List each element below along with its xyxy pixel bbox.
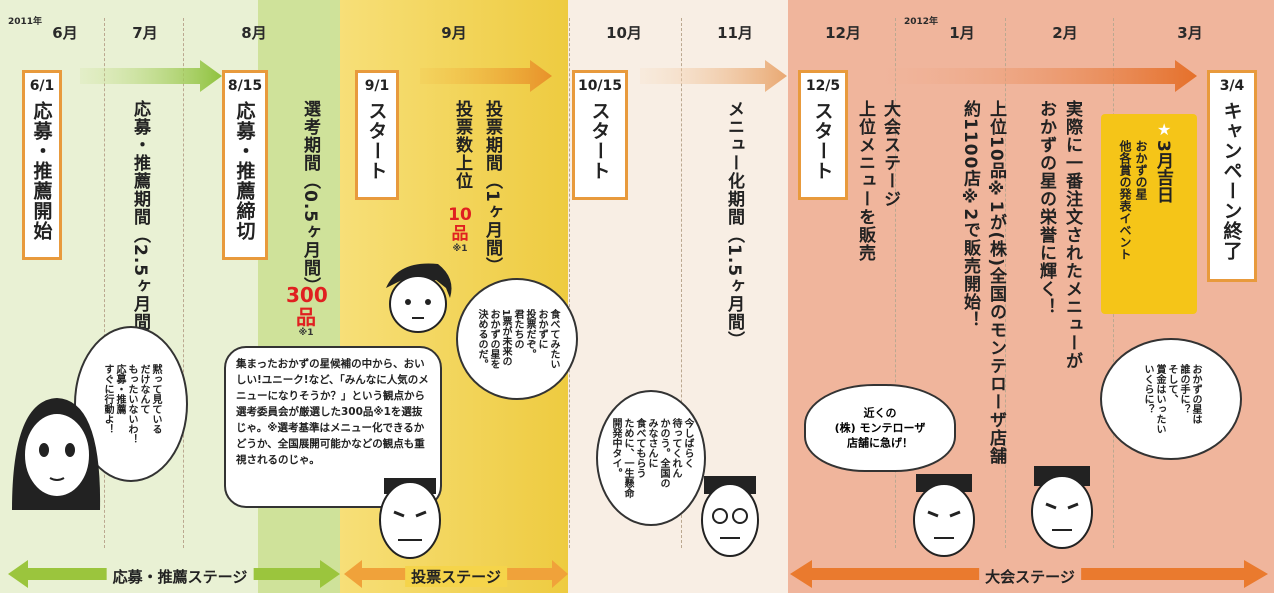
character-face-icon (913, 474, 975, 557)
arrow-right-icon (80, 60, 222, 92)
month-label: 7月 (132, 24, 158, 42)
milestone-box: 10/15 スタート (572, 70, 628, 200)
stage-label-tournament: 大会ステージ (979, 566, 1081, 587)
month-label: 11月 (717, 24, 753, 42)
sell-menu-text: 上位メニューを販売 (855, 100, 875, 262)
month-divider (183, 18, 184, 548)
milestone-box: 12/5 スタート (798, 70, 848, 200)
apply-period-text: 応募・推薦期間（2.5ヶ月間） (130, 100, 150, 350)
month-divider (895, 18, 896, 548)
stage-label-apply: 応募・推薦ステージ (106, 566, 254, 587)
month-label: 9月 (441, 24, 467, 42)
event-box: ★ 3月吉日 おかずの星 他各賞の発表イベント (1101, 114, 1197, 314)
character-face-icon (701, 476, 759, 557)
top-arrows (80, 60, 1197, 92)
year-2011: 2011年 (8, 17, 43, 27)
speech-bubble: 食べてみたい おかずに 投票だぞ。 君たちの 1票が未来の おかずの星を 決める… (456, 278, 578, 400)
milestone-box: 9/1 スタート (355, 70, 399, 200)
month-label: 8月 (241, 24, 267, 42)
arrow-right-icon (420, 60, 552, 92)
speech-bubble: 近くの (株) モンテローザ 店舗に急げ！ (804, 384, 956, 472)
character-face-icon (386, 263, 452, 333)
month-label: 3月 (1177, 24, 1203, 42)
speech-box: 集まったおかずの星候補の中から、おいしい!ユニーク!など、「みんなに人気のメニュ… (224, 346, 442, 508)
vote-period-text: 投票期間（1ヶ月間） (482, 100, 502, 275)
month-label: 6月 (52, 24, 78, 42)
month-divider (569, 18, 570, 548)
year-2012: 2012年 (904, 17, 939, 27)
milestone-box: 8/15 応募・推薦締切 (222, 70, 268, 260)
star-icon: ★ (1157, 120, 1172, 139)
selection-count: 300品 ※1 (286, 283, 328, 338)
month-divider (681, 18, 682, 548)
speech-bubble: 今しばらく 待ってくれん かのう。全国の みなさんに 食べてもらう ために、一生… (596, 390, 706, 526)
stage-label-vote: 投票ステージ (405, 566, 507, 587)
sales-start-text-1: 上位10品※1が(株)全国のモンテローザ店舗 (986, 100, 1006, 466)
month-label: 12月 (825, 24, 861, 42)
character-face-icon (1031, 466, 1093, 549)
menu-period-text: メニュー化期間（1.5ヶ月間） (724, 100, 744, 350)
month-divider (1005, 18, 1006, 548)
milestone-box: 3/4 キャンペーン終了 (1207, 70, 1257, 282)
milestone-box: 6/1 応募・推薦開始 (22, 70, 62, 260)
month-label: 2月 (1052, 24, 1078, 42)
vote-top-count: 10品 ※1 (448, 205, 472, 255)
month-label: 10月 (606, 24, 642, 42)
month-label: 1月 (949, 24, 975, 42)
winner-text-1: 実際に一番注文されたメニューが (1062, 100, 1082, 370)
winner-text-2: おかずの星の栄誉に輝く！ (1036, 100, 1056, 316)
selection-period-text: 選考期間（0.5ヶ月間） (300, 100, 320, 296)
character-face-icon (12, 398, 101, 510)
speech-bubble: おかずの星は 誰の手に？ そして、 賞金はいったい いくらに？ (1100, 338, 1242, 460)
arrow-right-icon (640, 60, 787, 92)
character-face-icon (379, 478, 441, 559)
tournament-stage-text: 大会ステージ (880, 100, 900, 208)
month-divider (104, 18, 105, 548)
vote-top-text: 投票数上位 (452, 100, 472, 190)
arrow-right-icon (880, 60, 1197, 92)
sales-start-text-2: 約1100店※2で販売開始！ (960, 100, 980, 330)
